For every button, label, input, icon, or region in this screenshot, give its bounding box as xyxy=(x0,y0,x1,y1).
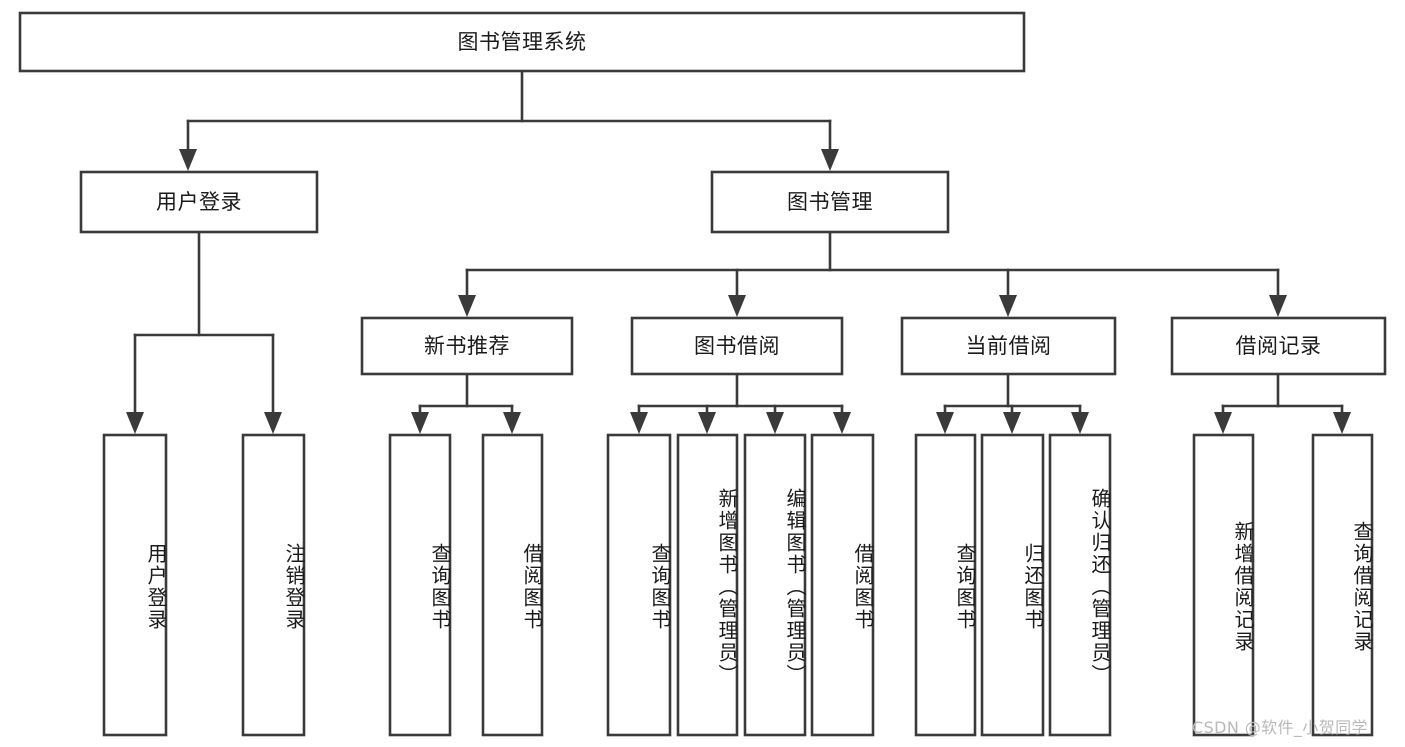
arrow-head-icon xyxy=(1071,412,1089,434)
node-current-borrow[interactable] xyxy=(900,316,1117,376)
arrow-head-icon xyxy=(833,412,851,434)
node-leaf-user-login[interactable] xyxy=(102,433,168,737)
node-leaf-query-book-1[interactable] xyxy=(388,433,452,737)
node-book-management[interactable] xyxy=(710,170,950,234)
node-leaf-return-book[interactable] xyxy=(980,433,1045,737)
arrow-head-icon xyxy=(821,149,839,171)
connector-layer xyxy=(126,69,1351,434)
node-root[interactable] xyxy=(18,11,1026,73)
arrow-head-icon xyxy=(1003,412,1021,434)
node-book-borrow[interactable] xyxy=(630,316,844,376)
arrow-head-icon xyxy=(698,412,716,434)
arrow-head-icon xyxy=(126,412,144,434)
connector-root-to-level2 xyxy=(179,69,839,171)
arrow-head-icon xyxy=(630,412,648,434)
node-leaf-query-record[interactable] xyxy=(1311,433,1374,737)
arrow-head-icon xyxy=(411,412,429,434)
arrow-head-icon xyxy=(458,295,476,317)
node-new-book-recommend[interactable] xyxy=(360,316,574,376)
arrow-head-icon xyxy=(728,295,746,317)
node-box-layer xyxy=(18,11,1387,737)
node-leaf-query-book-3[interactable] xyxy=(914,433,977,737)
node-leaf-add-book[interactable] xyxy=(676,433,739,737)
connector-current-borrow-to-leaves xyxy=(936,372,1089,434)
node-leaf-query-book-2[interactable] xyxy=(606,433,672,737)
connector-book-borrow-to-leaves xyxy=(630,372,851,434)
arrow-head-icon xyxy=(1333,412,1351,434)
node-leaf-borrow-book-2[interactable] xyxy=(810,433,875,737)
node-leaf-borrow-book-1[interactable] xyxy=(481,433,544,737)
arrow-head-icon xyxy=(179,149,197,171)
arrow-head-icon xyxy=(1214,412,1232,434)
arrow-head-icon xyxy=(264,412,282,434)
arrow-head-icon xyxy=(1269,295,1287,317)
connector-user-login-to-leaves xyxy=(126,230,282,434)
arrow-head-icon xyxy=(936,412,954,434)
connector-borrow-record-to-leaves xyxy=(1214,372,1351,434)
arrow-head-icon xyxy=(503,412,521,434)
connector-new-book-recommend-to-leaves xyxy=(411,372,521,434)
node-leaf-logout[interactable] xyxy=(241,433,306,737)
node-leaf-add-record[interactable] xyxy=(1192,433,1255,737)
watermark-text: CSDN @软件_小贺同学 xyxy=(1192,718,1368,737)
node-leaf-confirm-return[interactable] xyxy=(1048,433,1112,737)
arrow-head-icon xyxy=(766,412,784,434)
connector-book-management-to-level3 xyxy=(458,230,1287,317)
node-user-login[interactable] xyxy=(79,170,319,234)
node-borrow-record[interactable] xyxy=(1170,316,1387,376)
arrow-head-icon xyxy=(999,295,1017,317)
node-leaf-edit-book[interactable] xyxy=(743,433,807,737)
